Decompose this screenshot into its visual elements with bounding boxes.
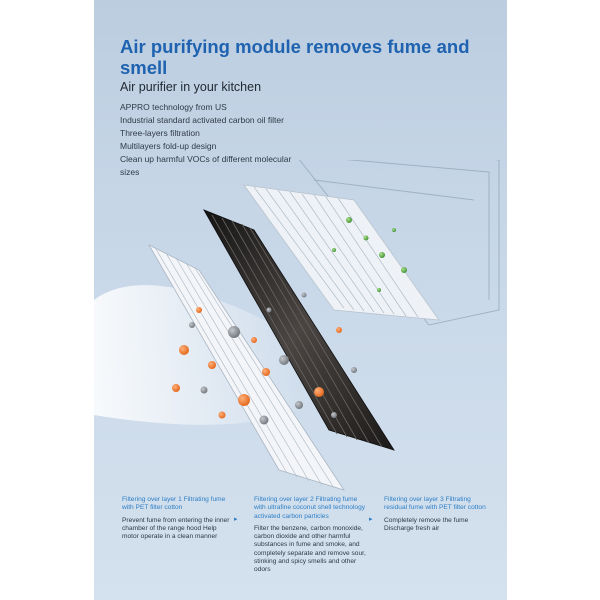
- orange-particle: [251, 337, 257, 343]
- gray-particle: [351, 367, 357, 373]
- layer-1-title: Filtering over layer 1 Filtrating fume w…: [122, 496, 226, 512]
- headline: Air purifying module removes fume and sm…: [120, 36, 470, 78]
- feature-item: APPRO technology from US: [120, 102, 227, 112]
- green-particle: [377, 288, 381, 292]
- green-particle: [401, 267, 407, 273]
- green-particle: [346, 217, 352, 223]
- green-particle: [332, 248, 336, 252]
- green-particle: [392, 228, 396, 232]
- step-arrow-icon: ▸: [234, 516, 238, 523]
- orange-particle: [208, 361, 216, 369]
- layer-1-info: Filtering over layer 1 Filtrating fume w…: [122, 496, 230, 541]
- feature-item: Three-layers filtration: [120, 128, 200, 138]
- orange-particle: [262, 368, 270, 376]
- layer-3-title: Filtering over layer 3 Filtrating residu…: [384, 496, 486, 512]
- layer-2-title: Filtering over layer 2 Filtrating fume w…: [254, 496, 366, 520]
- feature-item: Industrial standard activated carbon oil…: [120, 115, 284, 125]
- orange-particle: [238, 394, 250, 406]
- product-poster: Air purifying module removes fume and sm…: [94, 0, 507, 600]
- gray-particle: [331, 412, 337, 418]
- step-arrow-icon: ▸: [369, 516, 373, 523]
- gray-particle: [295, 401, 303, 409]
- layer-3-description: Completely remove the fume Discharge fre…: [384, 516, 469, 532]
- gray-particle: [200, 386, 208, 394]
- fume-particles: [172, 217, 407, 425]
- orange-particle: [336, 327, 342, 333]
- orange-particle: [314, 387, 324, 397]
- filter-layer-steps: Filtering over layer 1 Filtrating fume w…: [94, 496, 507, 600]
- gray-particle: [279, 355, 289, 365]
- layer-2-info: Filtering over layer 2 Filtrating fume w…: [254, 496, 366, 575]
- subheadline: Air purifier in your kitchen: [120, 80, 262, 94]
- gray-particle: [301, 292, 307, 298]
- orange-particle: [196, 307, 202, 313]
- feature-item: Multilayers fold-up design: [120, 141, 217, 151]
- orange-particle: [172, 384, 180, 392]
- gray-particle: [266, 307, 272, 313]
- filter-layer-3: [243, 184, 440, 321]
- layer-1-description: Prevent fume from entering the inner cha…: [122, 516, 230, 541]
- orange-particle: [218, 411, 226, 419]
- filter-illustration: [94, 160, 500, 491]
- green-particle: [379, 252, 385, 258]
- green-particle: [363, 235, 369, 241]
- gray-particle: [259, 415, 269, 425]
- feature-list: APPRO technology from US Industrial stan…: [120, 101, 310, 179]
- layer-2-description: Filter the benzene, carbon monoxide, car…: [254, 524, 366, 574]
- gray-particle: [228, 326, 240, 338]
- orange-particle: [179, 345, 189, 355]
- gray-particle: [189, 322, 195, 328]
- layer-3-info: Filtering over layer 3 Filtrating residu…: [384, 496, 492, 533]
- filter-layer-1: [147, 244, 345, 491]
- feature-item: Clean up harmful VOCs of different molec…: [120, 154, 292, 177]
